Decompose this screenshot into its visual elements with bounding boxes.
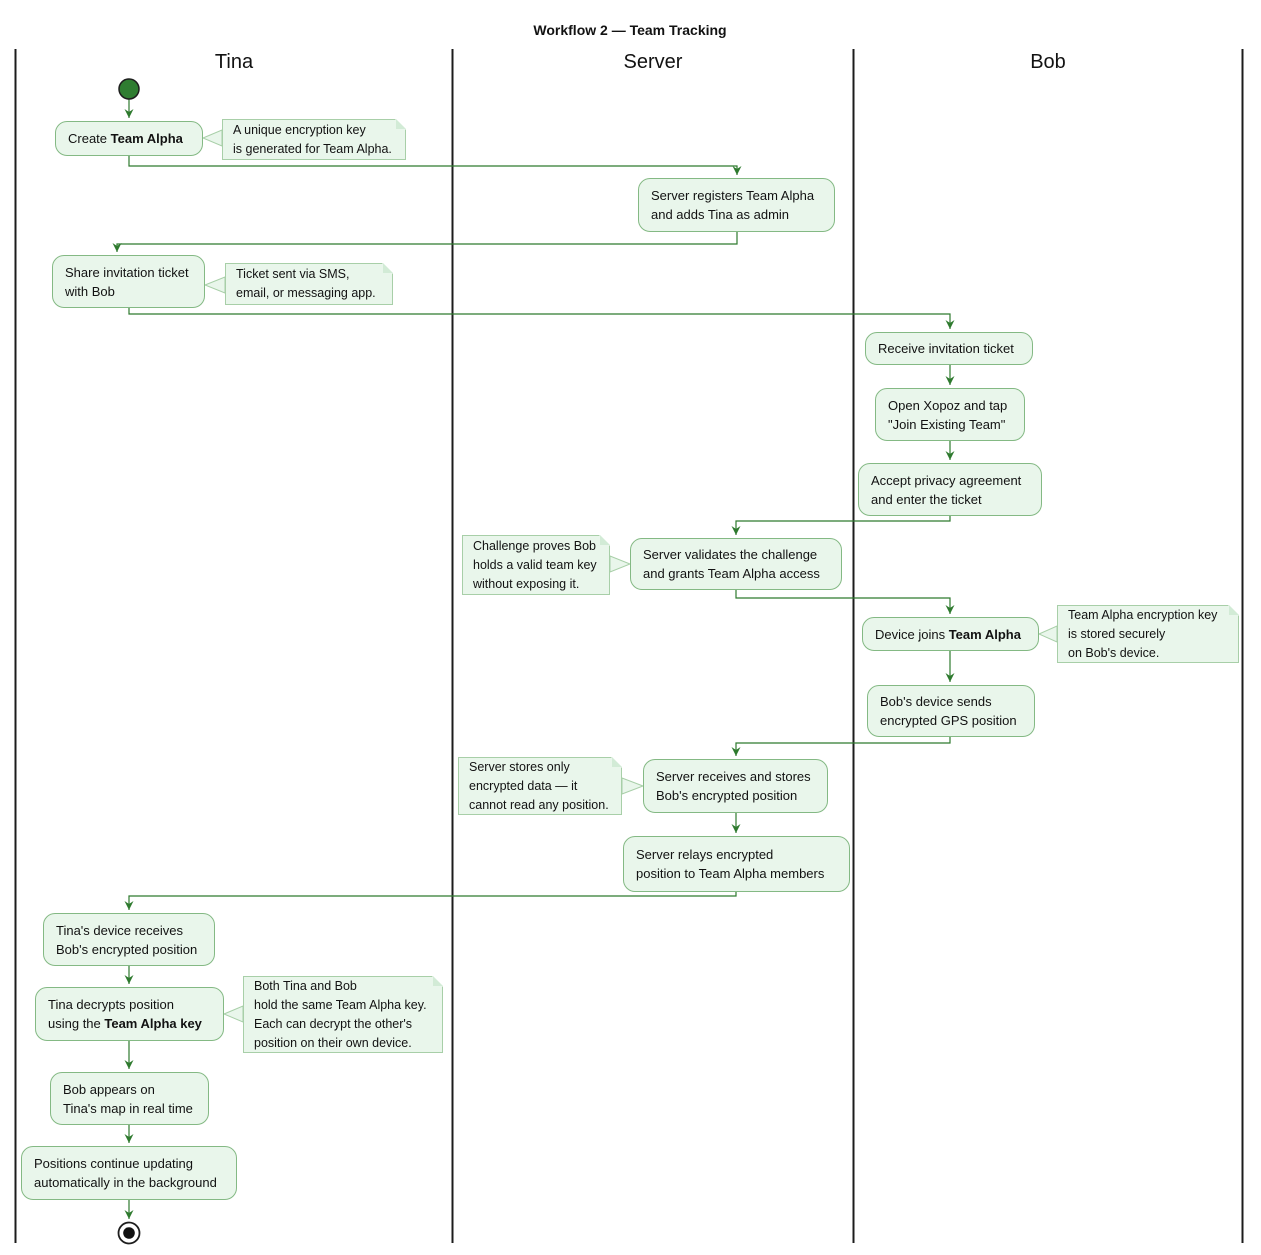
note-unique-key: A unique encryption key is generated for… — [222, 119, 406, 160]
activity-server-receives: Server receives and stores Bob's encrypt… — [643, 759, 828, 813]
activity-label: Receive invitation ticket — [878, 341, 1014, 356]
flow-arrow-send-to-store — [731, 737, 951, 756]
lane-header-bob: Bob — [1030, 51, 1066, 73]
note-connector-unique-key — [201, 129, 223, 147]
activity-tina-decrypts: Tina decrypts position using the Team Al… — [35, 987, 224, 1041]
activity-label: Accept privacy agreement and enter the t… — [871, 472, 1022, 507]
activity-receive-ticket: Receive invitation ticket — [865, 332, 1033, 365]
activity-share-ticket: Share invitation ticket with Bob — [52, 255, 205, 308]
lane-header-tina: Tina — [214, 51, 254, 73]
flow-arrow-accept-to-validate — [731, 516, 951, 535]
activity-device-sends: Bob's device sends encrypted GPS positio… — [867, 685, 1035, 737]
start-node — [118, 78, 140, 100]
label-bold: Team Alpha — [110, 131, 183, 146]
swimlane-dividers — [14, 49, 1244, 1243]
activity-server-validates: Server validates the challenge and grant… — [630, 538, 842, 590]
note-text: Team Alpha encryption key is stored secu… — [1068, 607, 1218, 660]
activity-device-joins: Device joins Team Alpha — [862, 617, 1039, 651]
note-text: Ticket sent via SMS, email, or messaging… — [236, 267, 376, 300]
activity-open-xopoz: Open Xopoz and tap "Join Existing Team" — [875, 388, 1025, 441]
note-challenge: Challenge proves Bob holds a valid team … — [462, 535, 610, 595]
flow-arrow-relay-to-tina — [124, 892, 737, 910]
activity-label: Device joins Team Alpha — [875, 625, 1021, 644]
flow-arrow-validate-to-join — [735, 590, 955, 614]
activity-label: Bob's device sends encrypted GPS positio… — [880, 694, 1017, 728]
note-text: A unique encryption key is generated for… — [233, 122, 392, 156]
diagram-title: Workflow 2 — Team Tracking — [533, 22, 727, 38]
activity-server-relays: Server relays encrypted position to Team… — [623, 836, 850, 892]
activity-label: Server validates the challenge and grant… — [643, 547, 820, 581]
note-text: Server stores only encrypted data — it c… — [469, 759, 609, 812]
note-key-stored: Team Alpha encryption key is stored secu… — [1057, 605, 1239, 663]
label-text: Device joins — [875, 626, 949, 642]
note-connector-shared-key — [222, 1005, 244, 1023]
activity-label: Tina's device receives Bob's encrypted p… — [56, 922, 198, 957]
note-shared-key: Both Tina and Bob hold the same Team Alp… — [243, 976, 443, 1053]
note-ticket-sent: Ticket sent via SMS, email, or messaging… — [225, 263, 393, 305]
note-connector-key-stored — [1037, 625, 1058, 643]
end-node — [117, 1221, 141, 1245]
activity-label: Share invitation ticket with Bob — [65, 264, 189, 299]
label-bold: Team Alpha — [948, 626, 1021, 642]
activity-label: Positions continue updating automaticall… — [34, 1156, 217, 1190]
activity-tina-receives: Tina's device receives Bob's encrypted p… — [43, 913, 215, 966]
label-bold: Team Alpha key — [104, 1016, 202, 1031]
activity-label: Bob appears on Tina's map in real time — [63, 1081, 193, 1116]
activity-accept-privacy: Accept privacy agreement and enter the t… — [858, 463, 1042, 516]
note-connector-server-stores — [621, 777, 645, 795]
activity-label: Tina decrypts position using the Team Al… — [48, 995, 202, 1033]
note-connectors — [201, 129, 1058, 1023]
note-connector-ticket-sent — [203, 276, 226, 294]
note-text: Both Tina and Bob hold the same Team Alp… — [254, 978, 427, 1050]
activity-label: Open Xopoz and tap "Join Existing Team" — [888, 397, 1008, 432]
note-text: Challenge proves Bob holds a valid team … — [473, 538, 597, 591]
note-connector-challenge — [609, 555, 632, 573]
activity-create-team: Create Team Alpha — [55, 121, 203, 156]
flow-arrow-register-to-share — [112, 232, 738, 252]
activity-label: Server relays encrypted position to Team… — [636, 847, 825, 881]
activity-label: Create Team Alpha — [68, 129, 183, 148]
label-text: Create — [68, 131, 111, 146]
flow-arrow-share-to-receive — [128, 308, 955, 329]
activity-label: Server receives and stores Bob's encrypt… — [656, 769, 811, 803]
activity-server-registers: Server registers Team Alpha and adds Tin… — [638, 178, 835, 232]
activity-bob-appears: Bob appears on Tina's map in real time — [50, 1072, 209, 1125]
activity-positions-update: Positions continue updating automaticall… — [21, 1146, 237, 1200]
note-server-stores: Server stores only encrypted data — it c… — [458, 757, 622, 815]
flow-arrow-create-to-register — [128, 156, 742, 175]
lane-header-server: Server — [623, 51, 683, 73]
flow-edges — [112, 99, 955, 1219]
label-text: Tina decrypts position using the — [48, 997, 174, 1031]
activity-label: Server registers Team Alpha and adds Tin… — [651, 188, 815, 222]
